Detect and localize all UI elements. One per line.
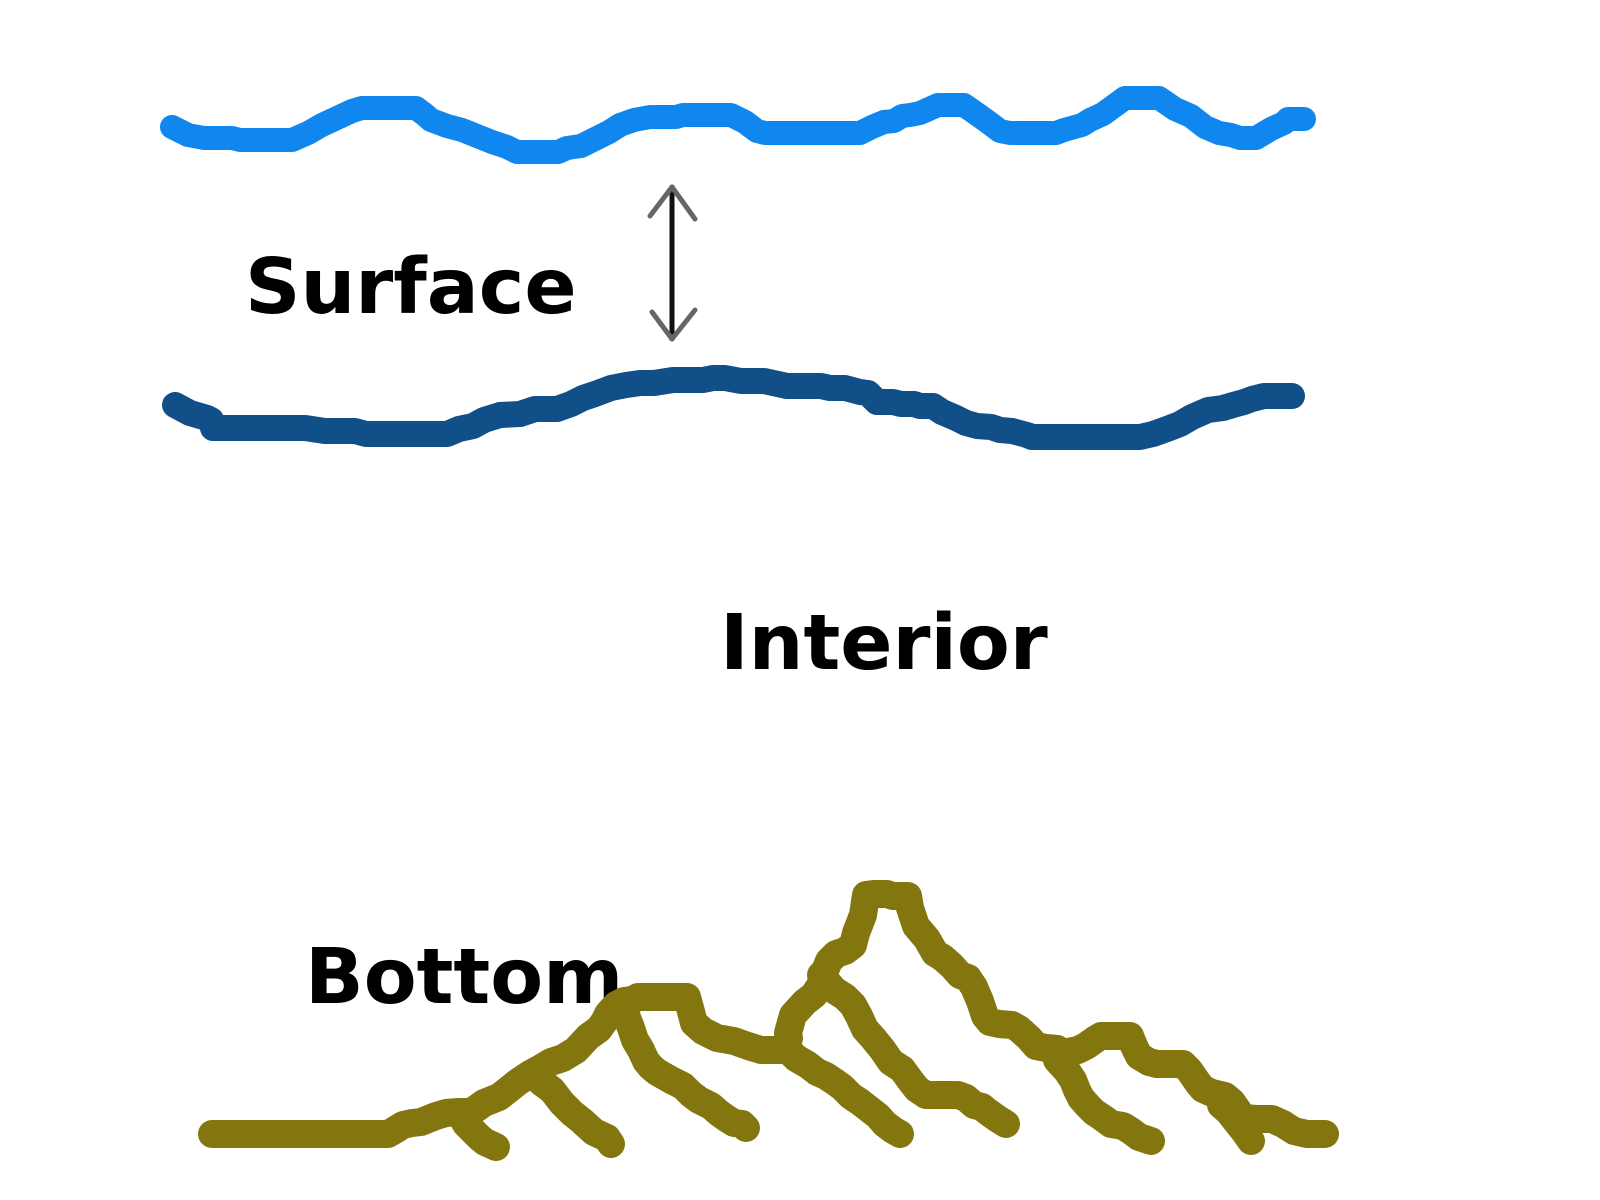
interior-label: Interior [720,599,1048,688]
terrain-spur-7 [1207,1091,1265,1155]
surface-line [160,86,1316,164]
terrain-spur-4 [774,1036,914,1148]
terrain-spur-1 [445,1098,510,1161]
bottom-terrain [198,880,1339,1161]
surface-label: Surface [245,243,577,332]
bottom-label: Bottom [305,933,623,1022]
terrain-spur-5 [807,961,1020,1138]
arrow-up-head [647,184,698,222]
thermocline-line [162,365,1305,450]
terrain-main-ridge [198,880,1339,1148]
terrain-spur-3 [610,996,760,1142]
terrain-spur-6 [1043,1046,1165,1155]
terrain-spur-2 [527,1068,625,1158]
arrow-down-head [649,307,698,342]
